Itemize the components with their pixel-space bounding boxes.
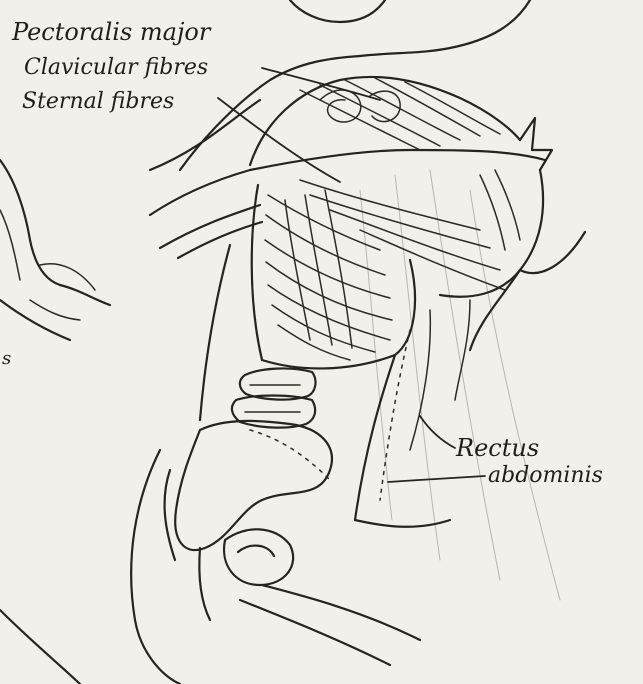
- lumbar-spine: [232, 368, 316, 427]
- head-outline: [290, 0, 530, 56]
- leader-clavicular: [262, 68, 380, 100]
- label-abdominis: abdominis: [488, 463, 603, 488]
- rib-cage: [252, 185, 415, 368]
- left-arm-fragment: [0, 160, 110, 340]
- label-sternal-fibres: Sternal fibres: [22, 89, 174, 114]
- background-smudges: [360, 170, 560, 600]
- leader-lines: [218, 68, 485, 482]
- leader-abdominis: [388, 476, 485, 482]
- label-left-fragment: s: [2, 348, 11, 369]
- label-rectus: Rectus: [455, 434, 539, 462]
- labels: Pectoralis major Clavicular fibres Stern…: [2, 18, 603, 488]
- label-pectoralis-major: Pectoralis major: [11, 18, 212, 46]
- label-clavicular-fibres: Clavicular fibres: [24, 55, 208, 80]
- leader-sternal: [218, 98, 340, 182]
- pelvis-and-femur: [165, 421, 420, 665]
